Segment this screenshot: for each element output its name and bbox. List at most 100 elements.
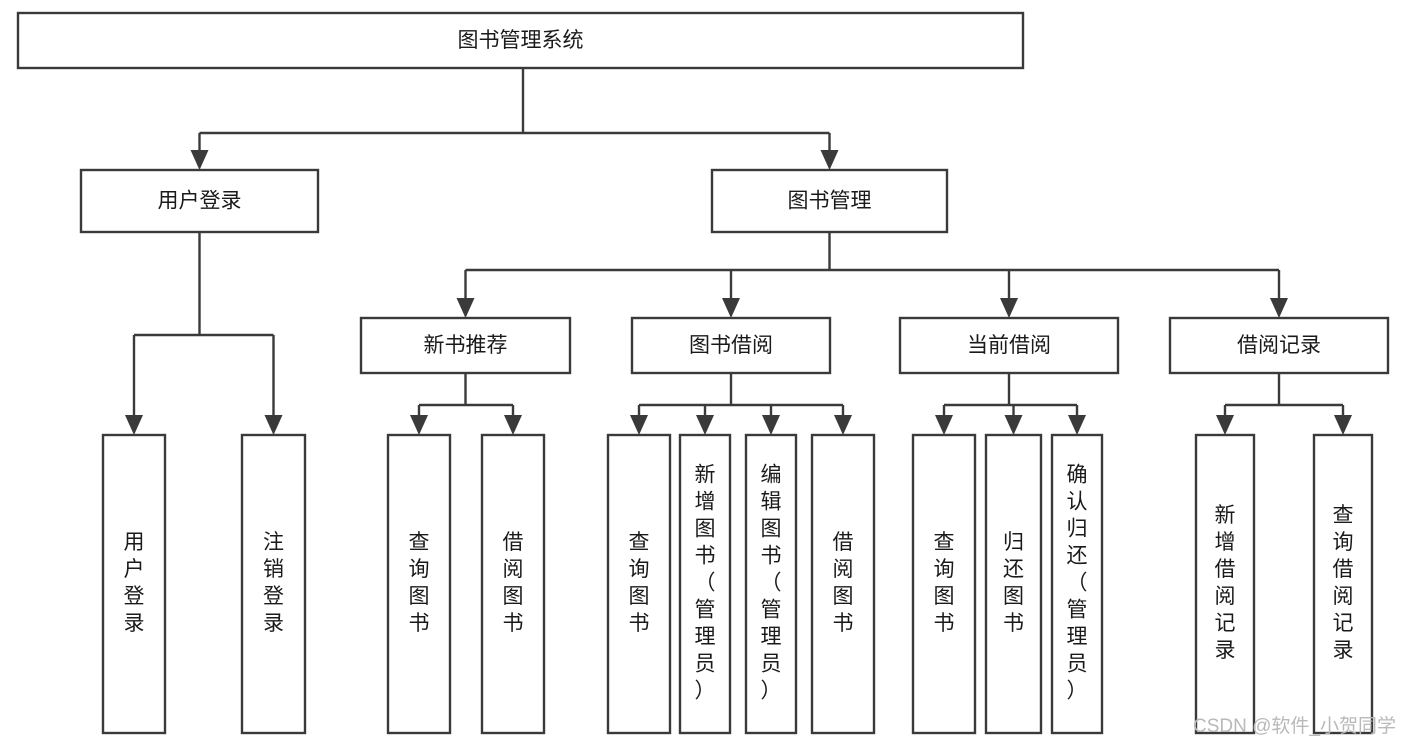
arrow-head-icon: [1000, 298, 1018, 318]
node-level3-当前借阅[interactable]: 当前借阅: [898, 316, 1120, 375]
node-label-char: 管: [1067, 599, 1088, 622]
node-label-char: 图: [761, 518, 782, 541]
node-label-char: 归: [1003, 531, 1024, 554]
node-level3-借阅记录[interactable]: 借阅记录: [1168, 316, 1390, 375]
node-level3-新书推荐[interactable]: 新书推荐: [359, 316, 572, 375]
node-box: [744, 433, 798, 735]
node-label-char: ）: [1067, 680, 1088, 703]
node-label-char: 借: [1215, 558, 1236, 581]
arrow-head-icon: [264, 415, 283, 435]
node-level2-图书管理[interactable]: 图书管理: [710, 168, 949, 234]
node-label-char: 员: [695, 653, 716, 676]
node-box: [606, 433, 672, 735]
node-label-char: 书: [761, 545, 782, 568]
node-box: [984, 433, 1043, 735]
node-layer: 图书管理系统用户登录图书管理新书推荐图书借阅当前借阅借阅记录用户登录注销登录查询…: [16, 11, 1390, 735]
node-label-char: 询: [629, 558, 650, 581]
node-box: [359, 316, 572, 375]
node-box: [1050, 433, 1104, 735]
node-label-char: 管: [761, 599, 782, 622]
node-label-char: （: [1067, 572, 1088, 595]
node-label-char: 借: [833, 531, 854, 554]
arrow-head-icon: [410, 415, 428, 435]
arrow-head-icon: [762, 415, 780, 435]
node-label: 图书借阅: [689, 334, 773, 357]
node-label-char: 图: [629, 585, 650, 608]
arrow-head-icon: [935, 415, 953, 435]
node-label-char: 书: [1003, 612, 1024, 635]
node-box: [480, 433, 546, 735]
arrow-head-icon: [834, 415, 852, 435]
node-level2-用户登录[interactable]: 用户登录: [79, 168, 320, 234]
node-label-char: 新: [695, 464, 716, 487]
node-label-char: 还: [1067, 545, 1088, 568]
node-box: [1168, 316, 1390, 375]
node-label-char: 书: [503, 612, 524, 635]
node-label: 用户登录: [158, 190, 242, 213]
arrow-head-icon: [820, 150, 839, 170]
node-box: [386, 433, 452, 735]
node-label-char: 图: [695, 518, 716, 541]
node-label-char: 图: [833, 585, 854, 608]
node-box: [630, 316, 832, 375]
node-label: 当前借阅: [967, 334, 1051, 357]
node-label-char: 确: [1067, 464, 1088, 487]
node-label-char: 阅: [1215, 585, 1236, 608]
node-label-char: 登: [263, 585, 284, 608]
node-label-char: 注: [263, 531, 284, 554]
node-label: 图书管理系统: [458, 29, 584, 52]
node-label-char: 阅: [833, 558, 854, 581]
node-label-char: 图: [1003, 585, 1024, 608]
node-label-char: 借: [503, 531, 524, 554]
node-leaf-0-用户登录[interactable]: 用户登录: [101, 433, 167, 735]
node-label-char: 用: [124, 531, 145, 554]
node-label-char: 询: [1333, 531, 1354, 554]
arrow-head-icon: [1216, 415, 1234, 435]
node-label: 借阅记录: [1237, 334, 1321, 357]
node-box: [101, 433, 167, 735]
node-root-图书管理系统[interactable]: 图书管理系统: [16, 11, 1025, 70]
node-label-char: 阅: [503, 558, 524, 581]
node-label-char: 记: [1215, 612, 1236, 635]
node-label-char: 图: [934, 585, 955, 608]
node-label-char: 借: [1333, 558, 1354, 581]
node-box: [810, 433, 876, 735]
node-label-char: 阅: [1333, 585, 1354, 608]
arrow-head-icon: [1004, 415, 1023, 435]
node-label-char: 询: [934, 558, 955, 581]
node-label-char: 增: [695, 491, 716, 514]
node-label-char: （: [695, 572, 716, 595]
node-label-char: 录: [124, 612, 145, 635]
arrow-head-icon: [1068, 415, 1086, 435]
node-label-char: 询: [409, 558, 430, 581]
node-label-char: 认: [1067, 491, 1088, 514]
node-box: [678, 433, 732, 735]
node-label-char: 查: [409, 531, 430, 554]
node-level3-图书借阅[interactable]: 图书借阅: [630, 316, 832, 375]
node-label: 新书推荐: [424, 334, 508, 357]
node-label-char: 理: [761, 626, 782, 649]
node-label-char: 图: [409, 585, 430, 608]
node-label-char: 辑: [761, 491, 782, 514]
arrow-head-icon: [1334, 415, 1352, 435]
node-label-char: 理: [695, 626, 716, 649]
node-label-char: 员: [761, 653, 782, 676]
node-label-char: 查: [934, 531, 955, 554]
node-label-char: 书: [409, 612, 430, 635]
csdn-watermark: CSDN @软件_小贺同学: [1193, 715, 1396, 737]
node-label-char: 书: [833, 612, 854, 635]
node-label-char: 书: [934, 612, 955, 635]
